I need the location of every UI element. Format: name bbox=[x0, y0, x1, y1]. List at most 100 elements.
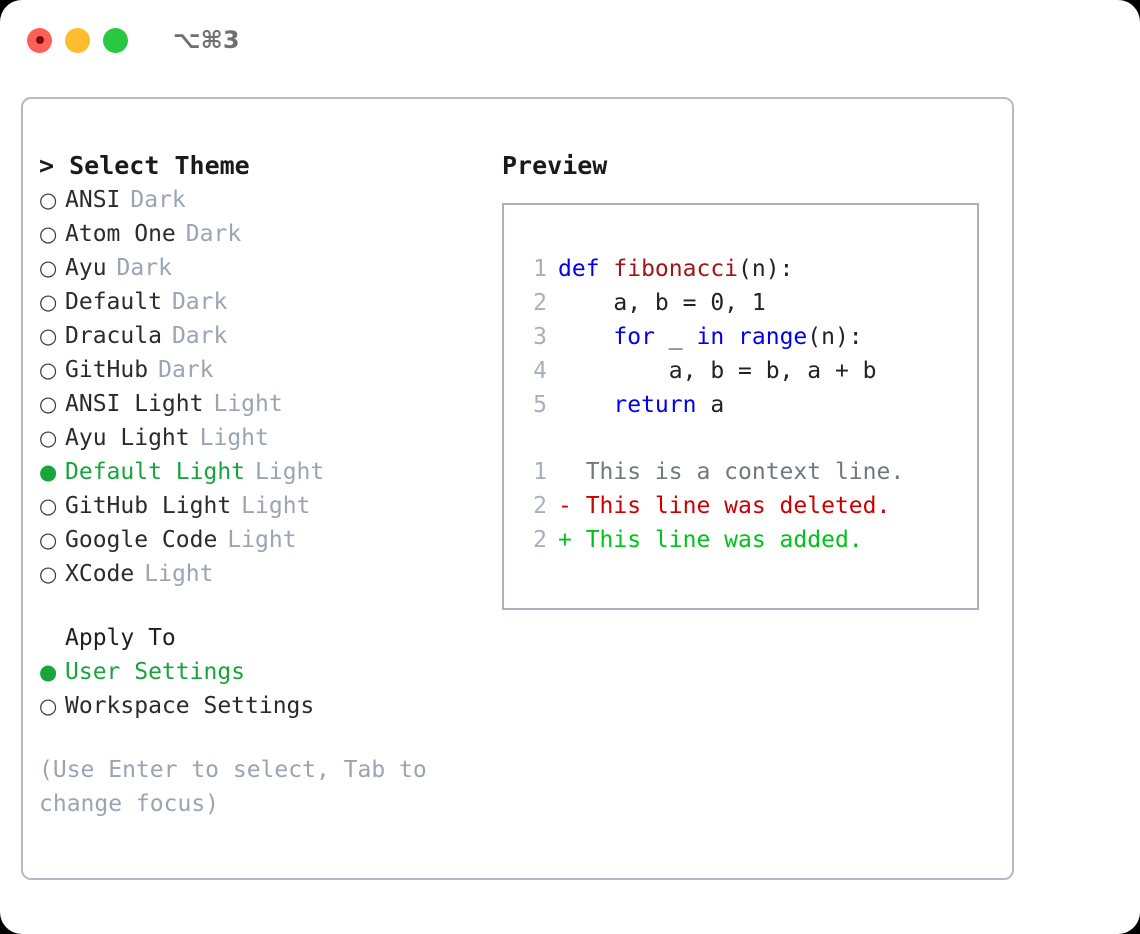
option-category: Dark bbox=[158, 357, 214, 383]
apply-to-option-0[interactable]: ●User Settings bbox=[39, 655, 479, 689]
radio-selected-icon: ● bbox=[39, 460, 58, 484]
option-category: Light bbox=[241, 493, 311, 519]
radio-unselected-icon: ○ bbox=[39, 324, 58, 348]
close-window-button[interactable] bbox=[27, 27, 52, 53]
diff-text: This is a context line. bbox=[558, 459, 905, 485]
option-category: Dark bbox=[171, 323, 228, 349]
code-token: return bbox=[613, 392, 697, 418]
radio-unselected-icon: ○ bbox=[39, 188, 58, 212]
line-number: 4 bbox=[533, 358, 547, 384]
code-token: for bbox=[613, 324, 655, 350]
keyboard-shortcut-label: ⌥⌘3 bbox=[173, 26, 240, 54]
line-number: 5 bbox=[533, 392, 547, 418]
diff-line: 2 + This line was added. bbox=[517, 523, 971, 557]
code-text: a, b = b, a + b bbox=[558, 354, 877, 388]
option-label: Google Code bbox=[65, 527, 218, 553]
option-label: Ayu Light bbox=[65, 425, 190, 451]
code-text: for _ in range(n): bbox=[558, 320, 863, 354]
apply-to-list[interactable]: ●User Settings○Workspace Settings bbox=[39, 655, 479, 723]
diff-line: 1 This is a context line. bbox=[517, 455, 971, 489]
code-token: def bbox=[558, 256, 614, 282]
diff-text: - This line was deleted. bbox=[558, 493, 891, 519]
line-number: 1 bbox=[533, 256, 547, 282]
line-number: 2 bbox=[533, 527, 547, 553]
code-token: _ bbox=[654, 324, 697, 350]
option-category: Dark bbox=[185, 221, 242, 247]
option-category: Light bbox=[227, 527, 297, 553]
code-token: fibonacci bbox=[613, 256, 739, 282]
code-line: 1 def fibonacci(n): bbox=[517, 252, 971, 286]
option-category: Light bbox=[199, 425, 269, 451]
option-category: Light bbox=[144, 561, 214, 587]
option-label: Default bbox=[65, 289, 162, 315]
option-label: ANSI bbox=[65, 187, 121, 213]
radio-unselected-icon: ○ bbox=[39, 392, 58, 416]
close-icon bbox=[35, 36, 44, 44]
code-token: (n): bbox=[738, 256, 794, 282]
apply-to-heading: Apply To bbox=[65, 625, 176, 651]
code-token bbox=[558, 324, 613, 350]
diff-line: 2 - This line was deleted. bbox=[517, 489, 971, 523]
option-label: GitHub bbox=[65, 357, 149, 383]
radio-unselected-icon: ○ bbox=[39, 528, 58, 552]
preview-heading: Preview bbox=[502, 151, 608, 180]
apply-to-option-1[interactable]: ○Workspace Settings bbox=[39, 689, 479, 723]
diff-text: + This line was added. bbox=[558, 527, 863, 553]
diff-sample: 1 This is a context line. 2 - This line wa… bbox=[517, 455, 971, 557]
keyboard-hint-text: (Use Enter to select, Tab to change focu… bbox=[39, 757, 427, 817]
option-label: ANSI Light bbox=[65, 391, 204, 417]
theme-option-10[interactable]: ○ Google Code Light bbox=[39, 523, 479, 557]
code-token: a, b = b, a + b bbox=[558, 358, 877, 384]
line-number: 1 bbox=[533, 459, 547, 485]
theme-option-7[interactable]: ○ Ayu Light Light bbox=[39, 421, 479, 455]
title-bar: ⌥⌘3 bbox=[0, 0, 1140, 80]
theme-option-8[interactable]: ● Default Light Light bbox=[39, 455, 479, 489]
code-token: in range bbox=[696, 324, 808, 350]
radio-unselected-icon: ○ bbox=[39, 562, 58, 586]
option-label: Atom One bbox=[65, 221, 176, 247]
code-line: 5 return a bbox=[517, 388, 971, 422]
theme-option-0[interactable]: ○ ANSI Dark bbox=[39, 183, 479, 217]
line-number: 2 bbox=[533, 493, 547, 519]
option-label: GitHub Light bbox=[65, 493, 232, 519]
option-category: Dark bbox=[171, 289, 228, 315]
code-line: 3 for _ in range(n): bbox=[517, 320, 971, 354]
radio-unselected-icon: ○ bbox=[39, 358, 58, 382]
theme-option-11[interactable]: ○ XCode Light bbox=[39, 557, 479, 591]
code-text: return a bbox=[558, 388, 724, 422]
theme-option-5[interactable]: ○ GitHub Dark bbox=[39, 353, 479, 387]
radio-unselected-icon: ○ bbox=[39, 426, 58, 450]
theme-option-3[interactable]: ○ Default Dark bbox=[39, 285, 479, 319]
radio-selected-icon: ● bbox=[39, 660, 58, 684]
maximize-window-button[interactable] bbox=[103, 27, 128, 53]
option-label: Workspace Settings bbox=[65, 693, 315, 719]
traffic-lights bbox=[27, 27, 128, 53]
option-category: Dark bbox=[116, 255, 172, 281]
code-token: (n): bbox=[807, 324, 863, 350]
apply-to-section: Apply To ●User Settings○Workspace Settin… bbox=[39, 621, 479, 723]
option-label: XCode bbox=[65, 561, 135, 587]
code-token: a bbox=[696, 392, 725, 418]
code-token: a, b = 0, 1 bbox=[558, 290, 766, 316]
code-line: 4 a, b = b, a + b bbox=[517, 354, 971, 388]
option-category: Dark bbox=[130, 187, 186, 213]
option-category: Light bbox=[255, 459, 325, 485]
code-line: 2 a, b = 0, 1 bbox=[517, 286, 971, 320]
select-theme-heading: > Select Theme bbox=[39, 151, 250, 180]
option-label: Default Light bbox=[65, 459, 246, 485]
radio-unselected-icon: ○ bbox=[39, 290, 58, 314]
code-token bbox=[558, 392, 613, 418]
minimize-window-button[interactable] bbox=[65, 27, 90, 53]
